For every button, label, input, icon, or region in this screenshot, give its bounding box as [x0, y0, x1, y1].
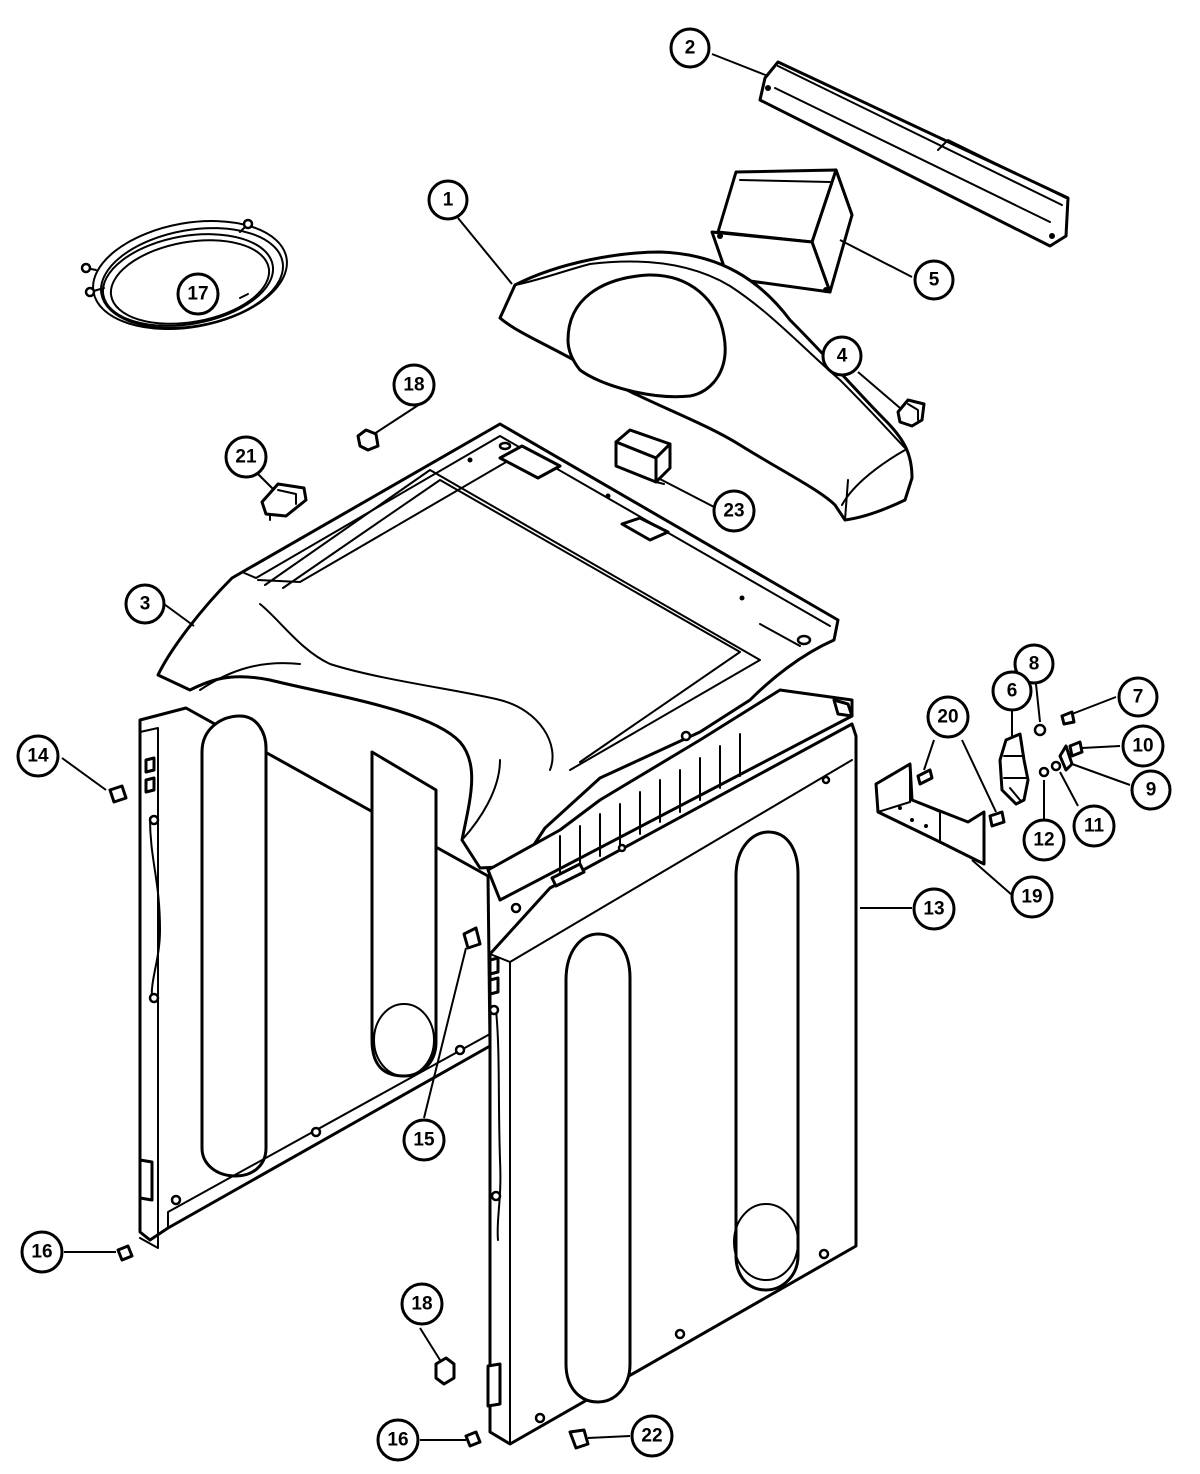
- left-side-panel: [138, 706, 492, 1249]
- callout-19: 19: [1010, 875, 1054, 919]
- screw-10: [1068, 740, 1084, 758]
- callout-21-label: 21: [235, 447, 257, 468]
- callout-14-label: 14: [27, 746, 49, 767]
- wire-harness-coil: [80, 218, 288, 330]
- callout-11-label: 11: [1084, 816, 1105, 837]
- callout-18-bottom: 18: [400, 1282, 444, 1326]
- clip-top: [356, 428, 380, 452]
- callout-7: 7: [1117, 676, 1159, 718]
- callout-16-left-label: 16: [31, 1242, 52, 1263]
- clip-14: [108, 784, 128, 804]
- foot-22: [568, 1428, 590, 1450]
- console-bracket: [896, 398, 926, 428]
- console: [498, 250, 914, 522]
- callout-17: 17: [176, 272, 220, 316]
- lid-switch: [260, 482, 308, 521]
- screw-7: [1060, 710, 1076, 726]
- callout-22-label: 22: [641, 1426, 662, 1447]
- callout-5-label: 5: [929, 270, 940, 291]
- callout-20: 20: [926, 695, 970, 739]
- callout-2-label: 2: [685, 38, 696, 59]
- callout-4: 4: [821, 335, 863, 377]
- callout-14: 14: [16, 734, 60, 778]
- cabinet-back: [486, 688, 854, 914]
- callout-15: 15: [402, 1118, 446, 1162]
- screw-16-left: [116, 1244, 134, 1262]
- callout-19-label: 19: [1021, 887, 1042, 908]
- callout-3: 3: [124, 583, 166, 625]
- callout-13: 13: [912, 887, 956, 931]
- washer-8: [1033, 723, 1047, 737]
- callout-17-label: 17: [187, 284, 208, 305]
- main-top: [156, 422, 840, 870]
- switch-6: [998, 732, 1030, 806]
- callout-23-label: 23: [723, 501, 744, 522]
- callout-16-bottom-label: 16: [387, 1430, 408, 1451]
- callout-3-label: 3: [140, 594, 151, 615]
- callout-13-label: 13: [923, 899, 944, 920]
- washer-12: [1038, 766, 1050, 778]
- callout-1: 1: [427, 179, 469, 221]
- clip-bottom: [434, 1356, 456, 1386]
- callout-7-label: 7: [1133, 687, 1144, 708]
- callout-10-label: 10: [1132, 736, 1153, 757]
- callout-1-label: 1: [443, 190, 454, 211]
- callout-8: 8: [1013, 643, 1055, 685]
- screw-16-bottom: [464, 1430, 482, 1448]
- part-11: [1050, 760, 1062, 772]
- transformer-block: [614, 428, 672, 485]
- callout-10: 10: [1121, 724, 1165, 768]
- callout-16-left: 16: [20, 1230, 64, 1274]
- callout-20-label: 20: [937, 707, 958, 728]
- callout-6: 6: [991, 670, 1033, 712]
- small-hardware: [1033, 710, 1084, 778]
- callout-8-label: 8: [1029, 654, 1040, 675]
- callout-11: 11: [1072, 804, 1116, 848]
- clip-15: [462, 926, 482, 950]
- callout-16-bottom: 16: [376, 1418, 420, 1462]
- callout-2: 2: [669, 27, 711, 69]
- callout-15-label: 15: [413, 1130, 435, 1151]
- right-front-panel: [486, 698, 858, 1446]
- callout-12-label: 12: [1033, 830, 1054, 851]
- callouts: 2 1 17 5 4 18 21 23 3 8 6 7 20 14 10 9 1…: [16, 27, 1172, 1462]
- callout-18-bottom-label: 18: [411, 1294, 432, 1315]
- callout-22: 22: [630, 1414, 674, 1458]
- leader-lines: [61, 53, 1131, 1441]
- callout-18-top: 18: [392, 363, 436, 407]
- callout-5: 5: [913, 259, 955, 301]
- callout-4-label: 4: [837, 346, 848, 367]
- callout-21: 21: [224, 435, 268, 479]
- callout-18-top-label: 18: [403, 375, 424, 396]
- screws-20: [916, 768, 1006, 828]
- top-trim-strip: [758, 60, 1070, 248]
- callout-9-label: 9: [1146, 780, 1157, 801]
- callout-23: 23: [712, 489, 756, 533]
- mounting-bracket: [874, 762, 986, 866]
- callout-9: 9: [1130, 769, 1172, 811]
- callout-12: 12: [1022, 818, 1066, 862]
- callout-6-label: 6: [1007, 681, 1018, 702]
